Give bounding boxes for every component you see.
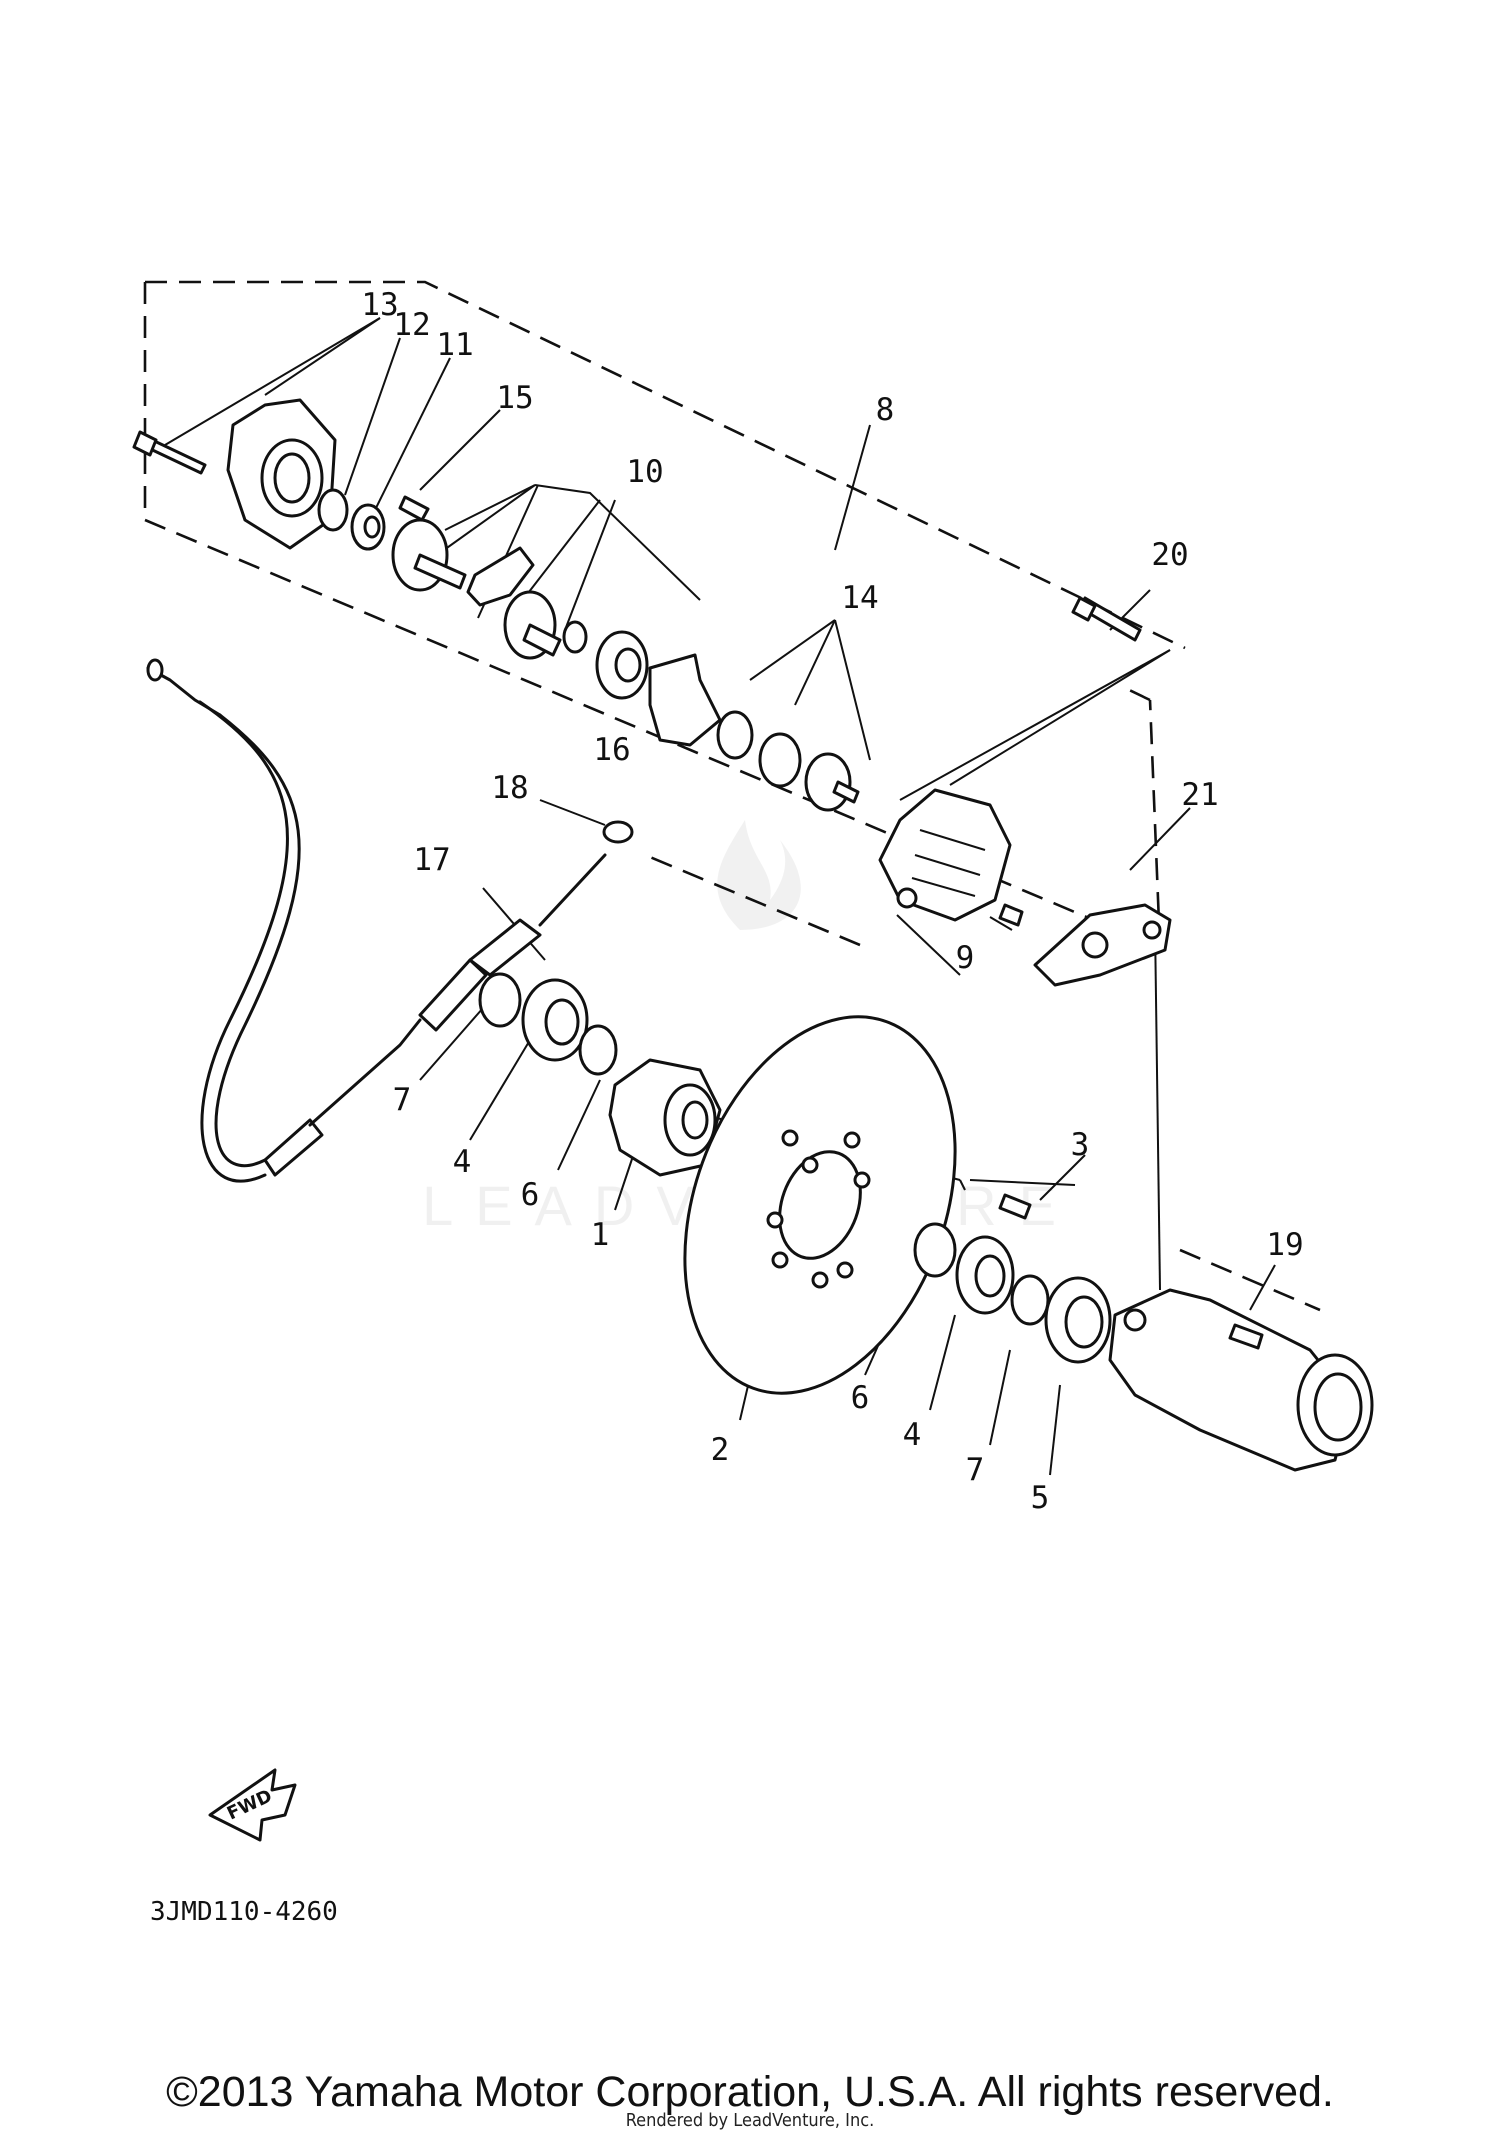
callout-17: 17 — [413, 842, 450, 878]
bleeder-9 — [998, 903, 1024, 927]
callout-1: 1 — [591, 1217, 610, 1253]
bolt-19 — [1228, 1323, 1264, 1350]
bolt-20 — [1071, 596, 1142, 642]
callout-3: 3 — [1071, 1127, 1090, 1163]
callout-7-left: 7 — [393, 1082, 412, 1118]
cable-17 — [146, 658, 607, 1183]
callout-13: 13 — [361, 287, 398, 323]
oring-14a — [716, 710, 754, 760]
callout-21: 21 — [1181, 777, 1218, 813]
assembly-outline — [143, 280, 1186, 950]
callout-14: 14 — [841, 580, 878, 616]
lever-plate — [466, 546, 535, 607]
drum — [503, 590, 562, 660]
bracket-21 — [1033, 903, 1172, 987]
copyright-text: ©2013 Yamaha Motor Corporation, U.S.A. A… — [166, 2068, 1334, 2116]
bolt-3 — [998, 1193, 1032, 1220]
small-bearing — [562, 620, 588, 654]
piston-14 — [804, 752, 860, 812]
callout-16: 16 — [593, 732, 630, 768]
rendered-by-text: Rendered by LeadVenture, Inc. — [625, 2110, 875, 2131]
callout-8: 8 — [876, 392, 895, 428]
diagram-code: 3JMD110-4260 — [150, 1897, 338, 1927]
gasket — [648, 653, 722, 747]
callout-6-right: 6 — [851, 1380, 870, 1416]
callout-labels: 13 12 11 15 10 8 20 14 16 18 17 21 9 3 7… — [361, 287, 1303, 1516]
oring-7-left — [478, 972, 522, 1028]
callout-20: 20 — [1151, 537, 1188, 573]
cover-13 — [226, 398, 337, 550]
bolt-18 — [602, 820, 634, 844]
callout-10: 10 — [626, 454, 663, 490]
gear-shaft — [391, 518, 467, 592]
axle-housing — [1108, 1288, 1374, 1472]
callout-5: 5 — [1031, 1480, 1050, 1516]
callout-6-left: 6 — [521, 1177, 540, 1213]
callout-7-right: 7 — [966, 1452, 985, 1488]
seal-4-left — [521, 978, 589, 1062]
oring-6-left — [578, 1024, 618, 1076]
seal-5 — [1044, 1276, 1112, 1364]
oring-7-right — [1010, 1274, 1050, 1326]
disc-2 — [683, 1015, 957, 1395]
callout-2: 2 — [711, 1432, 730, 1468]
callout-11: 11 — [436, 327, 473, 363]
callout-19: 19 — [1266, 1227, 1303, 1263]
caliper-body — [878, 788, 1012, 922]
oring-6-right — [913, 1222, 957, 1278]
bearing-16 — [595, 630, 649, 700]
pin-15 — [398, 495, 430, 522]
oring-12 — [317, 488, 349, 532]
callout-15: 15 — [496, 380, 533, 416]
bolt-13 — [132, 430, 207, 475]
callout-4-right: 4 — [903, 1417, 922, 1453]
callout-9: 9 — [956, 940, 975, 976]
bearing-11 — [350, 503, 386, 551]
fwd-arrow-icon: FWD — [208, 1768, 297, 1842]
oring-14b — [758, 732, 802, 788]
seal-4-right — [955, 1235, 1015, 1315]
callout-12: 12 — [393, 307, 430, 343]
hub-1 — [608, 1058, 722, 1177]
callout-4-left: 4 — [453, 1144, 472, 1180]
callout-18: 18 — [491, 770, 528, 806]
